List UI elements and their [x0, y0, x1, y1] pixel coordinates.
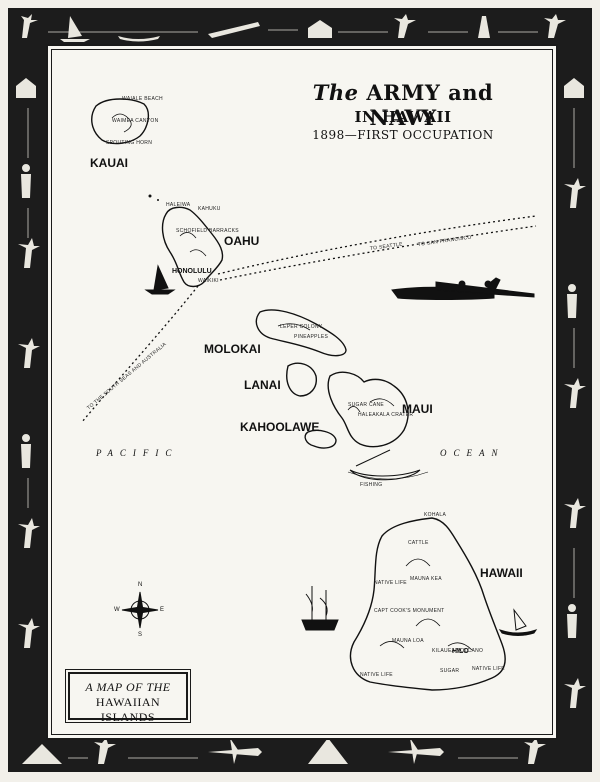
palm-tree-icon	[544, 14, 566, 38]
ocean-label-ocean: OCEAN	[440, 448, 505, 458]
place-label: SCHOFIELD BARRACKS	[176, 228, 239, 234]
city-label-honolulu: HONOLULU	[172, 268, 212, 275]
city-label-hilo: HILO	[452, 648, 469, 655]
palm-tree-icon	[18, 338, 40, 368]
map-canvas	[81, 98, 538, 691]
place-label: SPOUTING HORN	[106, 140, 153, 146]
place-label: NATIVE LIFE	[360, 672, 393, 678]
hawaii-island	[349, 517, 506, 691]
map-panel: The ARMY and NAVY IN HAWAII 1898—FIRST O…	[46, 44, 558, 740]
map-subtitle: IN HAWAII	[354, 108, 452, 126]
canoe-icon	[118, 36, 160, 42]
compass-rose-icon	[121, 591, 159, 629]
airplane-icon	[388, 738, 444, 764]
island-label-oahu: OAHU	[224, 234, 260, 248]
palm-tree-icon	[564, 178, 586, 208]
place-label: MAUNA LOA	[392, 638, 424, 644]
place-label: CATTLE	[408, 540, 429, 546]
map-date-line: 1898—FIRST OCCUPATION	[312, 128, 494, 142]
palm-tree-icon	[394, 14, 416, 38]
tent-icon	[22, 744, 62, 764]
place-label: KAHUKU	[198, 206, 221, 212]
island-label-hawaii: HAWAII	[480, 566, 523, 580]
sailboat-icon	[60, 16, 90, 42]
hut-icon	[16, 78, 36, 98]
island-label-lanai: LANAI	[244, 378, 281, 392]
place-label: SUGAR	[440, 668, 460, 674]
cartouche-line-1: A MAP OF THE	[85, 680, 171, 694]
cartouche-line-2: HAWAIIAN ISLANDS	[95, 695, 161, 724]
place-label: PINEAPPLES	[294, 334, 329, 340]
hut-icon	[308, 20, 332, 38]
molokai-island	[255, 309, 347, 357]
border-illustrations	[16, 14, 586, 764]
lanai-island	[286, 362, 317, 397]
place-label: SUGAR CANE	[348, 402, 385, 408]
island-label-maui: MAUI	[402, 402, 433, 416]
place-label: FISHING	[360, 482, 383, 488]
figure-icon	[567, 604, 577, 638]
place-label: NATIVE LIFE	[374, 580, 407, 586]
seaplane-icon	[391, 277, 535, 300]
cannon-icon	[208, 22, 260, 38]
place-label: WAIKIKI	[198, 278, 219, 284]
palm-tree-icon	[564, 678, 586, 708]
island-label-kauai: KAUAI	[90, 156, 128, 170]
palm-tree-icon	[524, 738, 546, 764]
figure-icon	[21, 434, 31, 468]
lighthouse-icon	[478, 16, 490, 38]
decorative-border: The ARMY and NAVY IN HAWAII 1898—FIRST O…	[8, 8, 592, 772]
map-title: The ARMY and NAVY	[312, 80, 494, 130]
place-label: LEPER COLONY	[280, 324, 323, 330]
palm-tree-icon	[94, 738, 116, 764]
compass-south: S	[138, 632, 143, 638]
place-label: WAIMEA CANYON	[112, 118, 159, 124]
place-label: KILAUEA VOLCANO	[432, 648, 484, 654]
place-label: HALEIWA	[166, 202, 191, 208]
palm-tree-icon	[18, 618, 40, 648]
san-francisco-route	[219, 225, 537, 281]
sailboat-icon	[144, 264, 176, 295]
ocean-label-pacific: PACIFIC	[96, 448, 179, 458]
place-label: KOHALA	[424, 512, 447, 518]
kahoolawe-island	[304, 429, 337, 449]
kauai-island	[91, 98, 150, 145]
sailing-ship-icon	[301, 586, 339, 631]
fishing-boat-icon	[347, 449, 429, 481]
island-label-molokai: MOLOKAI	[204, 342, 261, 356]
island-label-kahoolawe: KAHOOLAWE	[240, 420, 320, 434]
map-cartouche: A MAP OF THE HAWAIIAN ISLANDS	[68, 672, 188, 724]
hut-icon	[564, 78, 584, 98]
seattle-route	[217, 215, 537, 275]
sunburst-icon	[308, 738, 348, 764]
palm-tree-icon	[18, 518, 40, 548]
palm-tree-icon	[21, 14, 38, 38]
place-label: NATIVE LIFE	[472, 666, 505, 672]
palm-tree-icon	[564, 378, 586, 408]
place-label: HALEAKALA CRATER	[358, 412, 414, 418]
australia-route	[81, 285, 199, 423]
oahu-island	[161, 206, 224, 288]
figure-icon	[567, 284, 577, 318]
place-label: MAUNA KEA	[410, 576, 442, 582]
palm-tree-icon	[564, 498, 586, 528]
outrigger-canoe-icon	[498, 608, 538, 636]
maui-island	[327, 371, 409, 448]
figure-icon	[21, 164, 31, 198]
airplane-icon	[208, 738, 262, 764]
place-label: CAPT COOK'S MONUMENT	[374, 608, 445, 614]
compass-east: E	[160, 607, 165, 613]
palm-tree-icon	[18, 238, 40, 268]
compass-north: N	[138, 582, 143, 588]
compass-west: W	[114, 607, 120, 613]
place-label: WAIALE BEACH	[122, 96, 163, 102]
